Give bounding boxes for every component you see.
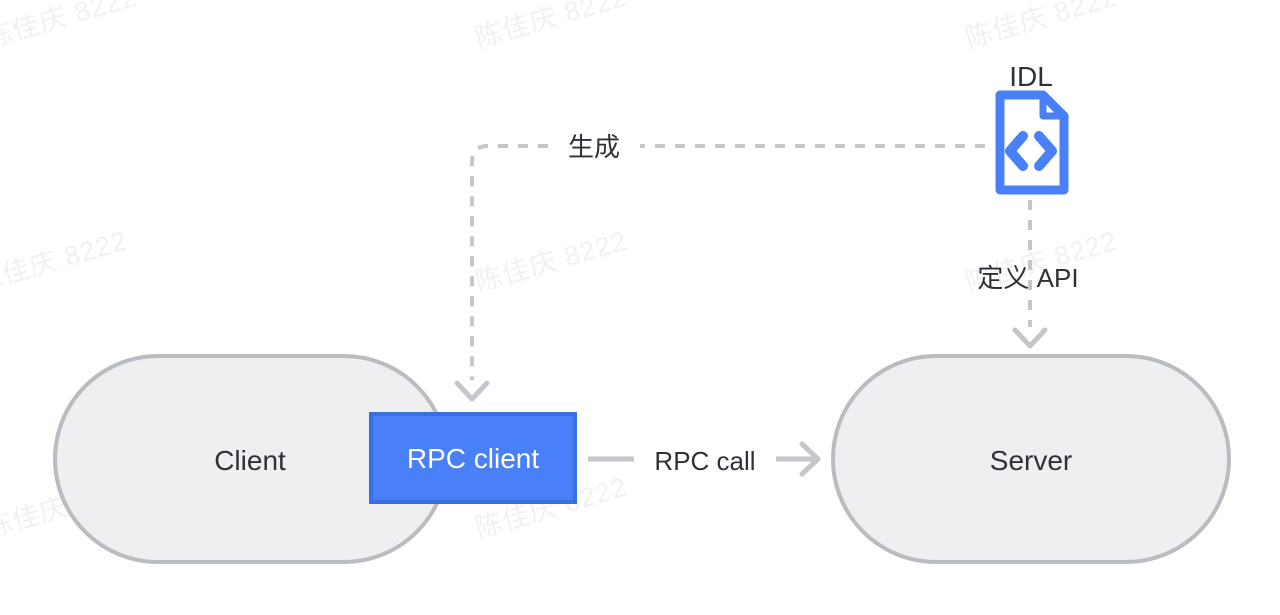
edge-generate-line-left xyxy=(470,144,548,380)
edge-rpc-call-arrowhead-icon xyxy=(799,441,821,477)
node-client-label: Client xyxy=(214,445,286,476)
edge-generate-arrowhead-icon xyxy=(454,380,490,402)
node-rpc-client-label: RPC client xyxy=(407,443,539,474)
code-file-icon xyxy=(995,90,1069,195)
edge-generate-label: 生成 xyxy=(568,132,620,162)
node-rpc-client-shape xyxy=(369,412,577,504)
edge-generate: 生成 xyxy=(454,132,985,402)
edge-define-api-arrowhead-icon xyxy=(1012,327,1048,349)
node-server[interactable]: Server xyxy=(831,354,1231,564)
node-idl-label: IDL xyxy=(1009,61,1053,92)
node-idl[interactable]: IDL xyxy=(995,61,1069,195)
node-server-label: Server xyxy=(990,445,1072,476)
edge-define-api-label: 定义 API xyxy=(977,263,1078,293)
node-server-shape xyxy=(831,354,1231,564)
edge-rpc-call: RPC call xyxy=(588,441,821,477)
edge-rpc-call-label: RPC call xyxy=(654,446,755,476)
edge-define-api: 定义 API xyxy=(977,200,1079,349)
node-rpc-client[interactable]: RPC client xyxy=(369,412,577,504)
